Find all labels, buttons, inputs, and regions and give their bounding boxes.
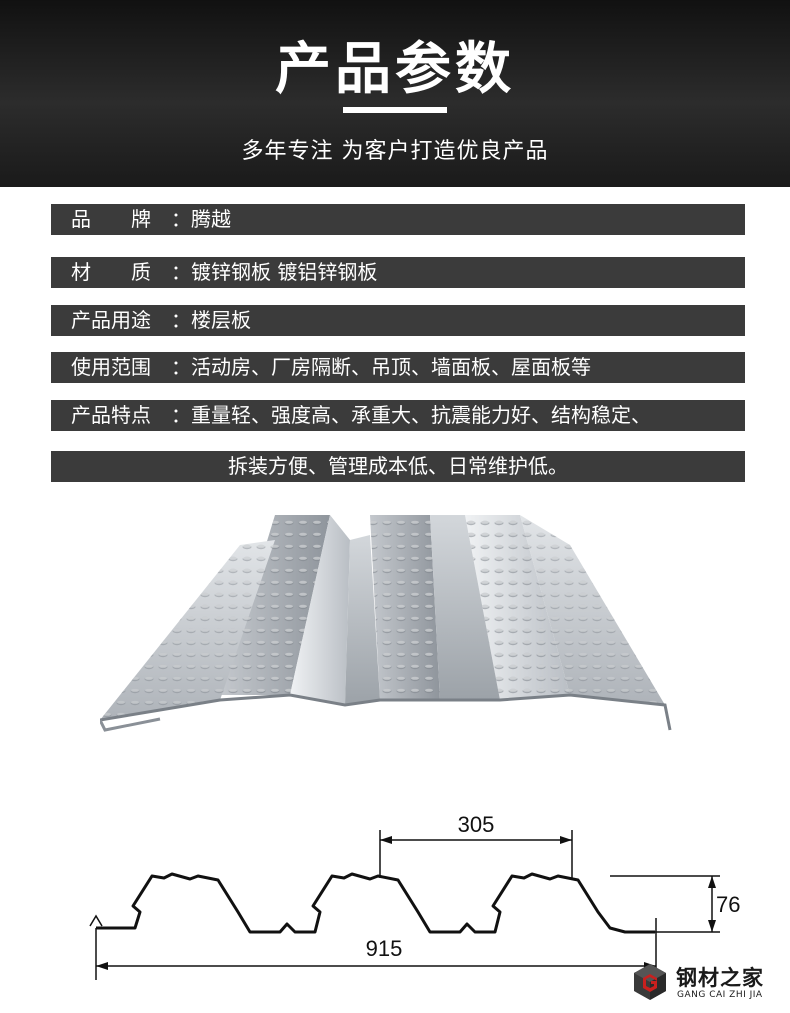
brand-watermark: 钢材之家 GANG CAI ZHI JIA (632, 962, 782, 1004)
dimension-label-305: 305 (458, 812, 495, 837)
spec-separator: ： (171, 207, 191, 231)
spec-row-brand: 品 牌 ： 腾越 (51, 204, 745, 235)
spec-row-material: 材 质 ： 镀锌钢板 镀铝锌钢板 (51, 257, 745, 288)
spec-separator: ： (171, 403, 191, 427)
arrow-down-icon (708, 920, 716, 932)
deck-flange-dimples (100, 540, 275, 720)
arrow-up-icon (89, 914, 103, 927)
arrow-up-icon (708, 876, 716, 888)
rib-dimples (370, 515, 440, 700)
rib-web (290, 515, 350, 705)
page-title: 产品参数 (275, 37, 515, 102)
profile-outline (96, 872, 655, 934)
spec-value: 活动房、厂房隔断、吊顶、墙面板、屋面板等 (191, 355, 591, 379)
spec-value: 楼层板 (191, 308, 251, 332)
spec-row-scope: 使用范围 ： 活动房、厂房隔断、吊顶、墙面板、屋面板等 (51, 352, 745, 383)
arrow-left-icon (380, 836, 392, 844)
deck-valley (430, 515, 500, 700)
spec-separator: ： (171, 355, 191, 379)
spec-separator: ： (171, 260, 191, 284)
spec-label: 产品特点 (71, 403, 151, 427)
arrow-right-icon (560, 836, 572, 844)
floor-deck-photo (100, 515, 672, 732)
spec-value: 重量轻、强度高、承重大、抗震能力好、结构稳定、 (191, 403, 651, 427)
spec-value: 镀锌钢板 镀铝锌钢板 (191, 260, 378, 284)
arrow-left-icon (96, 962, 108, 970)
spec-label: 产品用途 (71, 308, 151, 332)
spec-label: 品 牌 (71, 207, 151, 231)
title-underline (343, 107, 447, 113)
page-subtitle: 多年专注 为客户打造优良产品 (241, 139, 549, 164)
spec-separator: ： (171, 308, 191, 332)
spec-label: 使用范围 (71, 355, 151, 379)
spec-label: 材 质 (71, 260, 151, 284)
page-header: 产品参数 多年专注 为客户打造优良产品 (0, 0, 790, 187)
deck-flange-dimples (520, 515, 665, 705)
brand-name-cn: 钢材之家 (676, 966, 764, 990)
spec-value: 腾越 (191, 207, 231, 231)
deck-lip (100, 717, 161, 732)
brand-name-en: GANG CAI ZHI JIA (677, 990, 763, 1000)
rib-dimples (220, 515, 330, 695)
spec-row-usage: 产品用途 ： 楼层板 (51, 305, 745, 336)
dimension-label-76: 76 (716, 892, 740, 917)
deck-valley (345, 535, 380, 705)
deck-edge (100, 693, 672, 731)
spec-value-continued: 拆装方便、管理成本低、日常维护低。 (228, 454, 568, 478)
spec-row-features-continued: 拆装方便、管理成本低、日常维护低。 (51, 451, 745, 482)
spec-row-features: 产品特点 ： 重量轻、强度高、承重大、抗震能力好、结构稳定、 (51, 400, 745, 431)
brand-logo-icon (634, 964, 666, 1000)
dimension-label-915: 915 (366, 936, 403, 961)
